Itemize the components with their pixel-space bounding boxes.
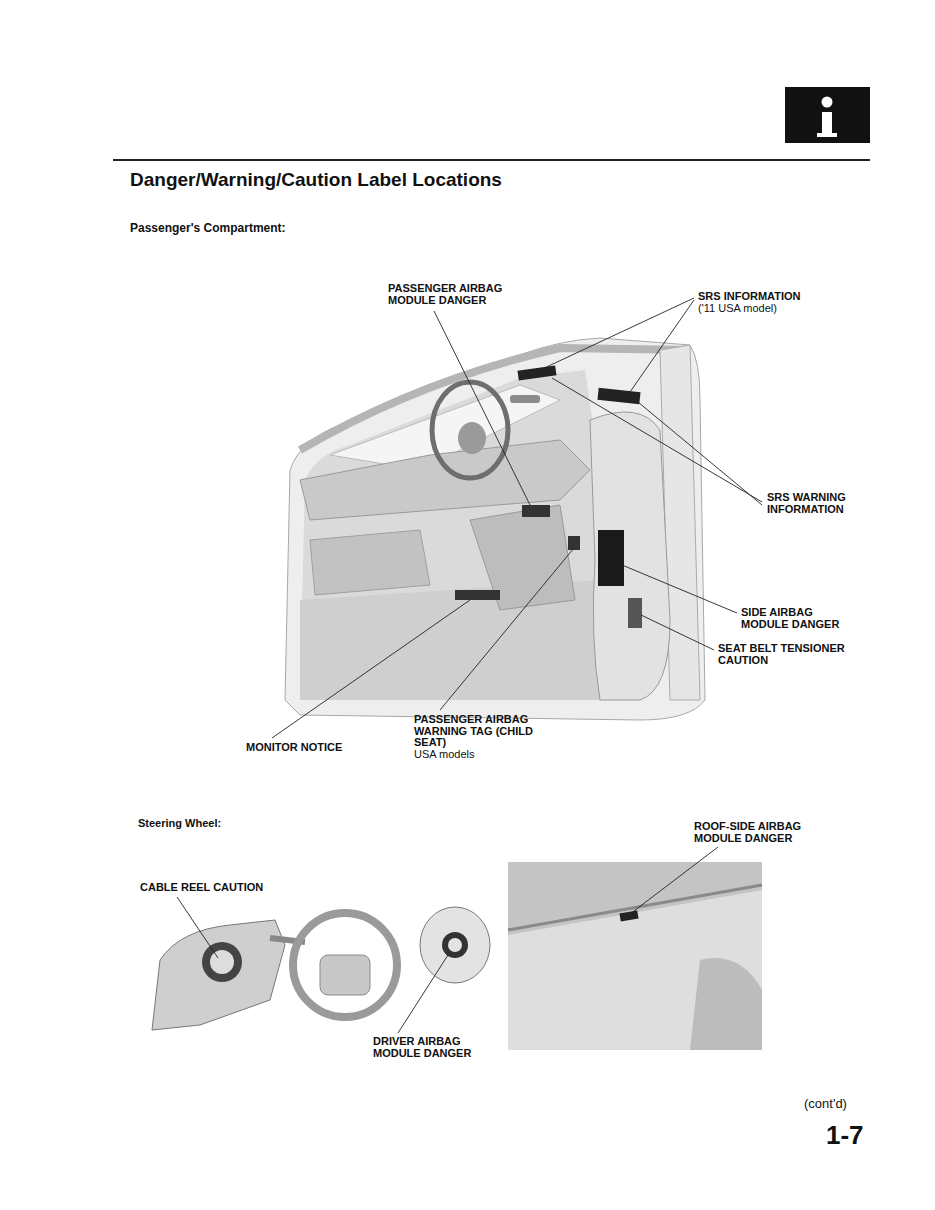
label-callout: SEAT BELT TENSIONER CAUTION (718, 643, 846, 666)
info-icon-bar (822, 112, 832, 136)
info-icon-base (817, 133, 837, 137)
section-heading: Steering Wheel: (138, 818, 298, 830)
label-callout: PASSENGER AIRBAG WARNING TAG (CHILD SEAT… (414, 714, 554, 749)
label-note: USA models (414, 749, 554, 761)
info-icon-dot (822, 97, 833, 108)
label-callout: SIDE AIRBAG MODULE DANGER (741, 607, 853, 630)
car-interior (285, 338, 705, 720)
label-callout: DRIVER AIRBAG MODULE DANGER (373, 1036, 488, 1059)
label-callout: MONITOR NOTICE (246, 742, 386, 754)
continued-note: (cont'd) (804, 1097, 894, 1111)
label-note: ('11 USA model) (698, 303, 848, 315)
roof-side-view (508, 862, 762, 1050)
page-number: 1-7 (826, 1122, 896, 1149)
label-callout: CABLE REEL CAUTION (140, 882, 310, 894)
label-callout: ROOF-SIDE AIRBAG MODULE DANGER (694, 821, 816, 844)
label-callout: SRS INFORMATION (698, 291, 848, 303)
info-icon (785, 87, 870, 143)
label-callout: SRS WARNING INFORMATION (767, 492, 867, 515)
header-rule (113, 159, 870, 161)
label-callout: PASSENGER AIRBAG MODULE DANGER (388, 283, 516, 306)
page-title: Danger/Warning/Caution Label Locations (130, 170, 502, 190)
leader-lines (177, 298, 762, 1033)
section-heading: Passenger's Compartment: (130, 222, 430, 235)
